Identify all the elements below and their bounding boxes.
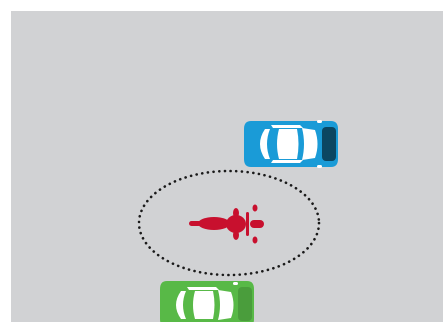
- car-hood: [238, 287, 252, 321]
- side-window-top: [271, 125, 303, 128]
- mirror-top: [233, 282, 238, 285]
- handlebar: [246, 212, 249, 236]
- roof-panel: [277, 129, 299, 159]
- road-area: [11, 11, 443, 322]
- car-hood: [322, 127, 336, 161]
- mirror-bottom: [317, 165, 322, 168]
- mirror-top: [317, 120, 322, 123]
- rider-arm-right: [233, 230, 239, 240]
- windshield: [218, 290, 234, 320]
- rider-arm-left: [233, 208, 239, 218]
- front-wheel: [250, 220, 264, 228]
- blue-car: [244, 120, 338, 168]
- windshield: [302, 128, 318, 160]
- motorcycle-body: [198, 217, 230, 230]
- mirror-right: [253, 237, 258, 244]
- side-window-top: [187, 287, 219, 290]
- mirror-left: [253, 205, 258, 212]
- road-surface: [11, 11, 443, 322]
- green-car: [160, 281, 254, 322]
- game-scene: [11, 11, 443, 322]
- roof-panel: [193, 291, 215, 319]
- side-window-bottom: [271, 160, 303, 163]
